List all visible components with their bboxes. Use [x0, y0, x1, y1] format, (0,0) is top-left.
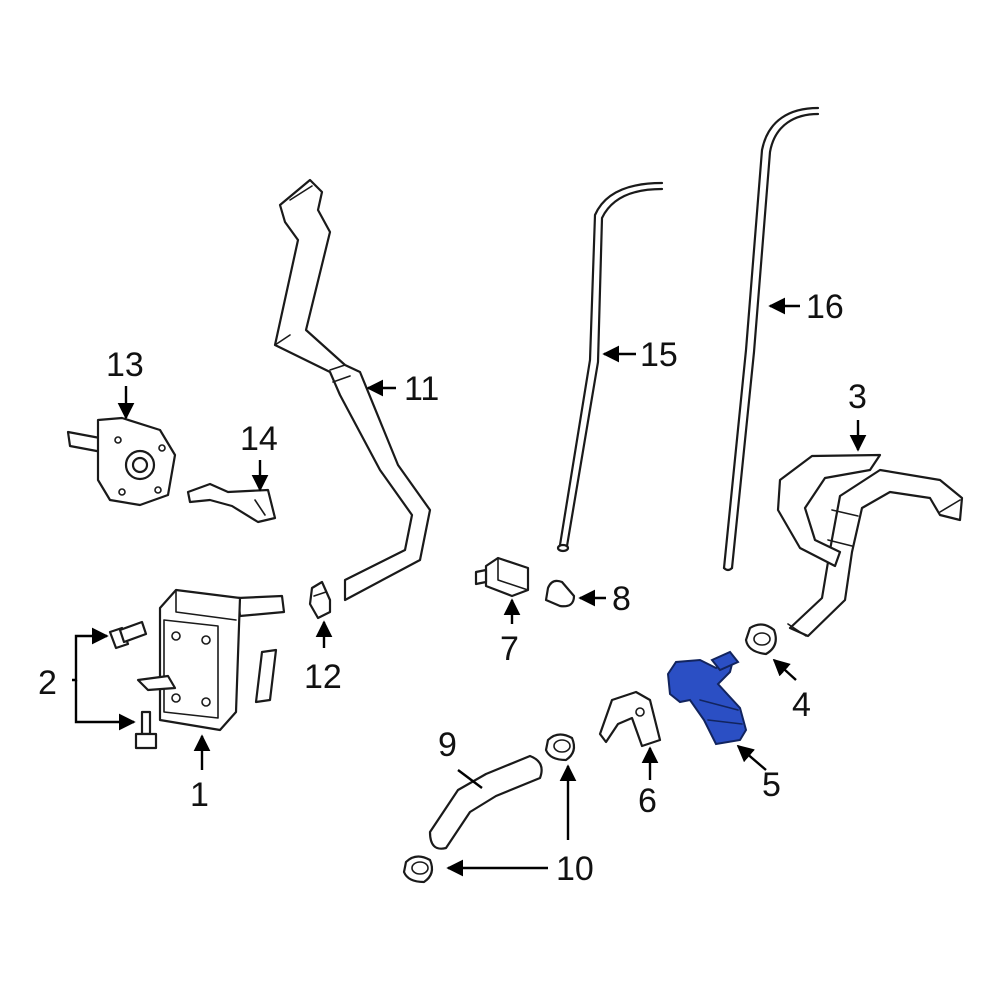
callout-11[interactable]: 11: [404, 370, 439, 408]
part-4-clamp[interactable]: [744, 623, 777, 656]
callout-2[interactable]: 2: [38, 664, 57, 702]
part-16-tube[interactable]: [722, 106, 820, 572]
callout-6[interactable]: 6: [638, 782, 657, 820]
part-5-valve-port: [710, 650, 740, 672]
part-10-clamp-upper[interactable]: [544, 733, 576, 762]
callouts: 1 2 3 4 5 6 7 8 9 10 11 12 13 14 15 16: [38, 288, 867, 888]
callout-1[interactable]: 1: [190, 776, 209, 814]
leader-9: [457, 769, 483, 789]
leader-5: [736, 744, 767, 771]
callout-13[interactable]: 13: [106, 346, 144, 384]
callout-10[interactable]: 10: [556, 850, 594, 888]
part-1-cooler[interactable]: [136, 588, 286, 732]
leader-4: [772, 658, 797, 681]
callout-16[interactable]: 16: [806, 288, 844, 326]
leader-lines: [72, 297, 867, 877]
callout-8[interactable]: 8: [612, 580, 631, 618]
callout-4[interactable]: 4: [792, 686, 811, 724]
callout-14[interactable]: 14: [240, 420, 278, 458]
part-3-hose[interactable]: [776, 453, 964, 638]
part-5-valve[interactable]: [666, 650, 748, 746]
part-15-tube[interactable]: [556, 181, 664, 553]
part-6-bracket[interactable]: [598, 690, 662, 748]
callout-3[interactable]: 3: [848, 378, 867, 416]
part-14-bracket[interactable]: [186, 482, 277, 524]
callout-7[interactable]: 7: [500, 630, 519, 668]
callout-9[interactable]: 9: [438, 726, 457, 764]
part-9-hose[interactable]: [428, 754, 543, 850]
part-8-hose[interactable]: [544, 579, 576, 608]
leader-2a: [72, 627, 109, 682]
part-11-hose[interactable]: [273, 178, 432, 602]
callout-12[interactable]: 12: [304, 658, 342, 696]
part-7-sensor[interactable]: [474, 556, 530, 598]
part-2-bolt-upper[interactable]: [108, 620, 148, 650]
part-12-clamp[interactable]: [308, 580, 332, 620]
part-13-pump[interactable]: [66, 416, 177, 507]
part-2-bolt-lower[interactable]: [134, 710, 158, 750]
callout-5[interactable]: 5: [762, 766, 781, 804]
leader-2b: [74, 680, 136, 731]
part-10-clamp-lower[interactable]: [402, 855, 434, 884]
callout-15[interactable]: 15: [640, 336, 678, 374]
